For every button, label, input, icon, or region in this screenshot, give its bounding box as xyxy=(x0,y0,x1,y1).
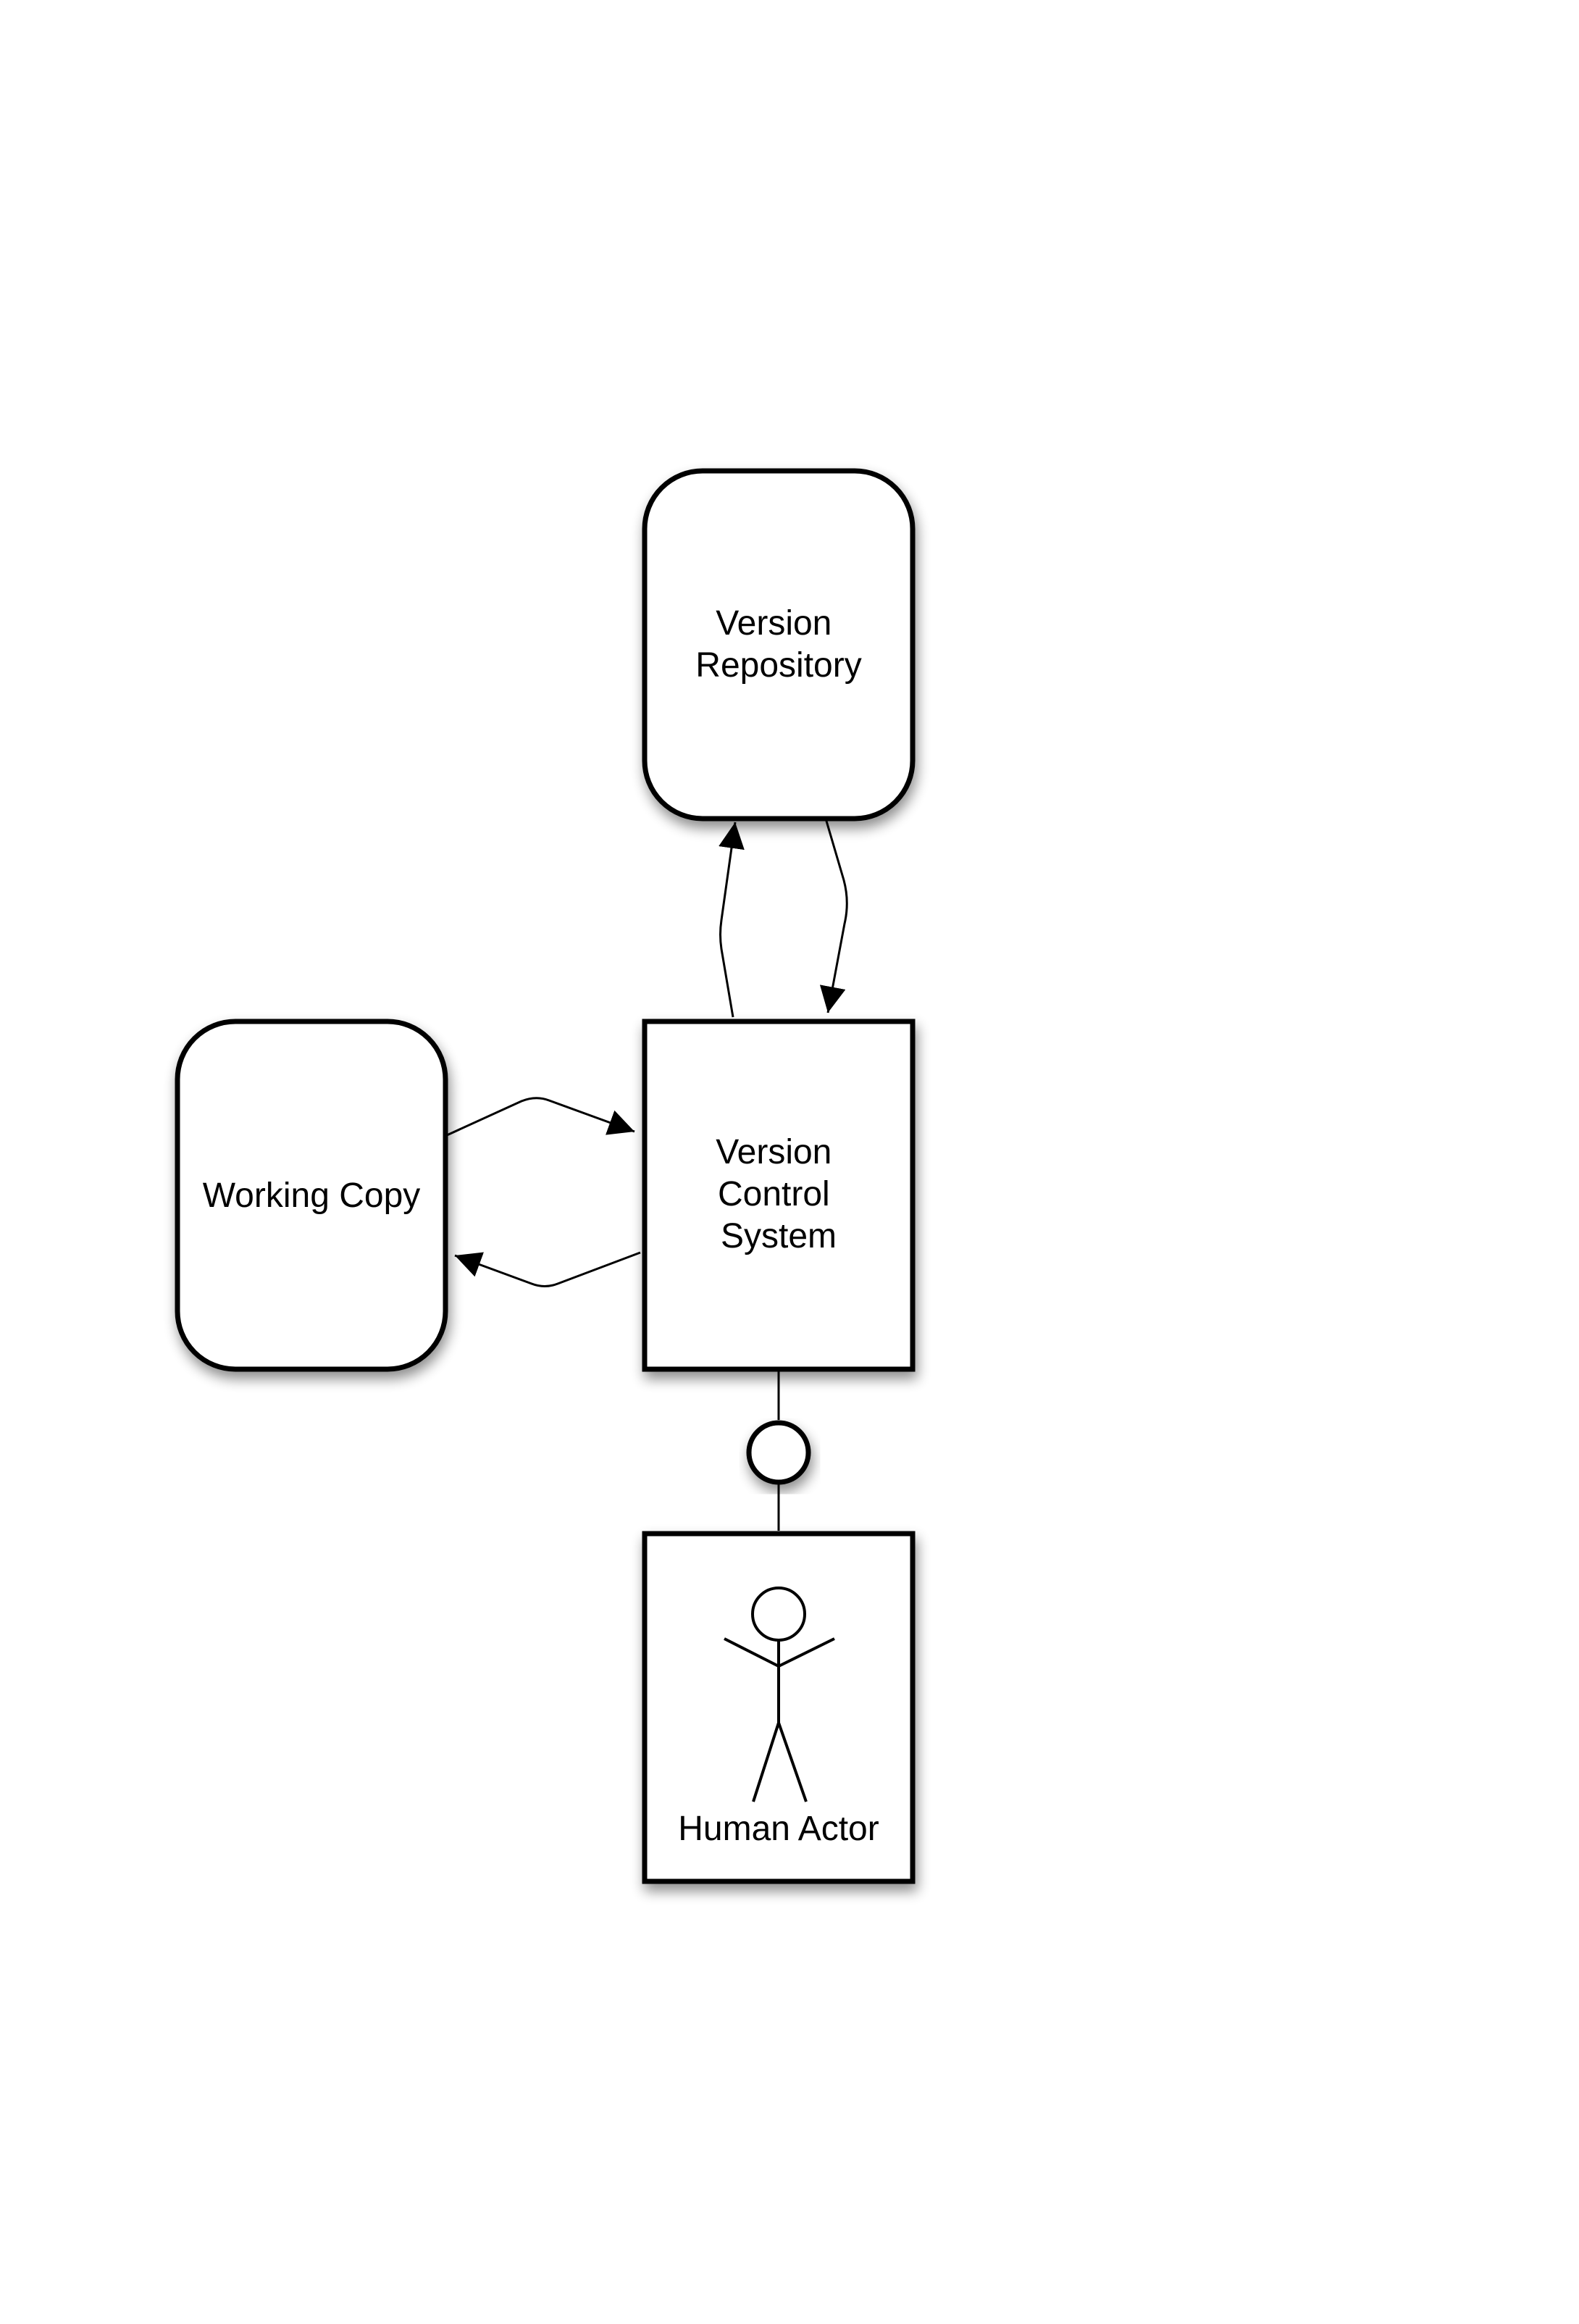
version-repository-label: Version Repository xyxy=(695,604,861,685)
interface-circle[interactable] xyxy=(746,1420,811,1485)
version-repository-label-line-2: Repository xyxy=(695,646,861,685)
edge-vcs-to-workingcopy xyxy=(454,1251,641,1287)
working-copy-label-line-1: Working Copy xyxy=(203,1176,421,1215)
edges xyxy=(446,818,848,1531)
stick-figure-icon xyxy=(724,1587,835,1802)
working-copy-node[interactable]: Working Copy xyxy=(175,1019,448,1372)
edge-workingcopy-to-vcs xyxy=(446,1097,635,1137)
version-control-system-label-line-2: Control xyxy=(718,1175,830,1213)
version-control-system-node[interactable]: Version Control System xyxy=(642,1019,916,1372)
version-repository-label-line-1: Version xyxy=(716,604,832,643)
human-actor-label: Human Actor xyxy=(678,1810,879,1848)
edge-vcs-to-repository xyxy=(719,822,745,1018)
human-actor-label-line-1: Human Actor xyxy=(678,1810,879,1848)
human-actor-node[interactable]: Human Actor xyxy=(642,1531,916,1884)
version-repository-node[interactable]: Version Repository xyxy=(642,468,916,822)
version-control-system-label-line-1: Version xyxy=(716,1133,832,1171)
edge-repository-to-vcs xyxy=(819,818,848,1013)
working-copy-label: Working Copy xyxy=(203,1176,421,1215)
version-control-system-label-line-3: System xyxy=(721,1217,837,1255)
version-control-system-label: Version Control System xyxy=(716,1133,841,1255)
